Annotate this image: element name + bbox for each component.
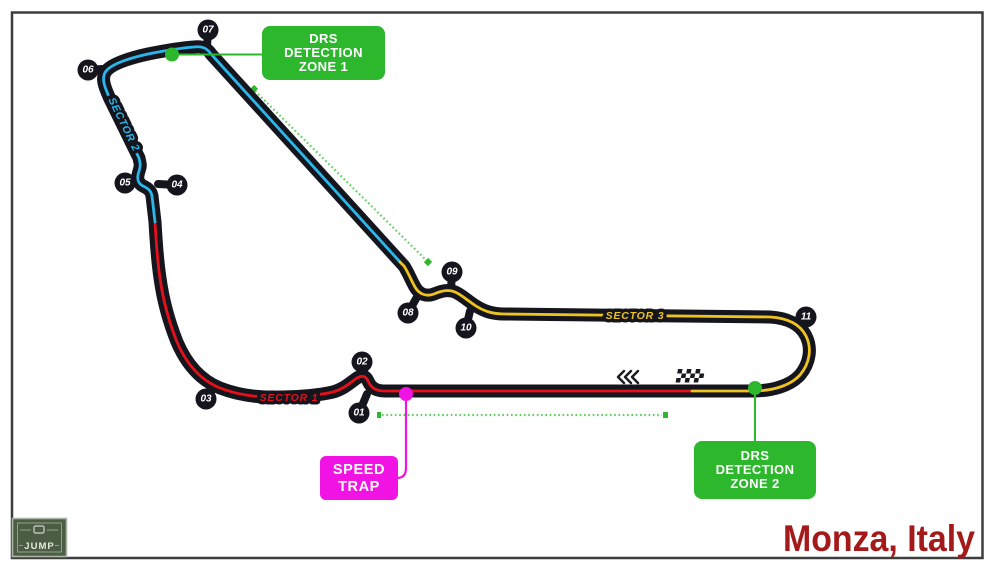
- svg-text:08: 08: [402, 308, 414, 319]
- location-title: Monza, Italy: [783, 518, 975, 559]
- corner-marker-03: 03: [195, 388, 217, 410]
- corner-stubs: [84, 26, 810, 417]
- track-outline: [97, 40, 816, 404]
- sector-2-line: [102, 45, 402, 264]
- svg-text:TRAP: TRAP: [338, 479, 380, 495]
- speed-trap-callout: SPEED TRAP: [320, 387, 413, 500]
- corner-marker-04: 04: [166, 174, 188, 196]
- checkered-flag-icon: [675, 369, 705, 383]
- corner-marker-05: 05: [114, 172, 136, 194]
- drs-detection-zone-2-callout: DRS DETECTION ZONE 2: [694, 381, 816, 499]
- svg-text:11: 11: [801, 312, 812, 323]
- corner-marker-08: 08: [397, 302, 419, 324]
- chevrons-left-icon: [616, 369, 640, 385]
- sector-1-line: [153, 220, 694, 399]
- sector-2-label: SECTOR 2: [105, 96, 142, 154]
- svg-text:01: 01: [353, 408, 365, 419]
- svg-text:09: 09: [446, 267, 458, 278]
- drs-detection-zone-1-callout: DRS DETECTION ZONE 1: [165, 26, 385, 80]
- drs-detection-dot-2: [748, 381, 762, 395]
- svg-text:04: 04: [171, 180, 183, 191]
- svg-text:02: 02: [356, 357, 368, 368]
- svg-text:DETECTION: DETECTION: [716, 462, 795, 477]
- sector-3-label: SECTOR 3: [606, 310, 665, 322]
- svg-text:10: 10: [460, 323, 472, 334]
- svg-text:DRS: DRS: [741, 448, 770, 463]
- corner-marker-06: 06: [77, 59, 99, 81]
- svg-text:ZONE 1: ZONE 1: [299, 59, 348, 74]
- svg-text:ZONE 2: ZONE 2: [730, 476, 779, 491]
- jump-key-icon: [20, 525, 58, 534]
- svg-text:07: 07: [202, 25, 214, 36]
- corner-marker-01: 01: [348, 402, 370, 424]
- viewer-frame: [10, 11, 984, 560]
- svg-text:DRS: DRS: [309, 31, 338, 46]
- sector-1-label: SECTOR 1: [260, 392, 319, 404]
- drs-detection-dot-1: [165, 47, 179, 62]
- jump-button-label: JUMP: [24, 541, 54, 552]
- svg-text:06: 06: [82, 65, 94, 76]
- svg-text:SPEED: SPEED: [333, 462, 385, 478]
- drs-zone-1-line: [249, 84, 433, 267]
- jump-button[interactable]: JUMP: [11, 517, 68, 558]
- sector-3-line: [398, 260, 811, 393]
- corner-marker-02: 02: [351, 351, 373, 373]
- corner-marker-10: 10: [455, 317, 477, 339]
- corner-marker-09: 09: [441, 261, 463, 283]
- svg-text:05: 05: [119, 178, 131, 189]
- speed-trap-dot: [399, 387, 413, 401]
- svg-text:DETECTION: DETECTION: [284, 45, 363, 60]
- corner-marker-07: 07: [197, 19, 219, 41]
- svg-text:03: 03: [200, 394, 212, 405]
- corner-marker-11: 11: [795, 306, 817, 328]
